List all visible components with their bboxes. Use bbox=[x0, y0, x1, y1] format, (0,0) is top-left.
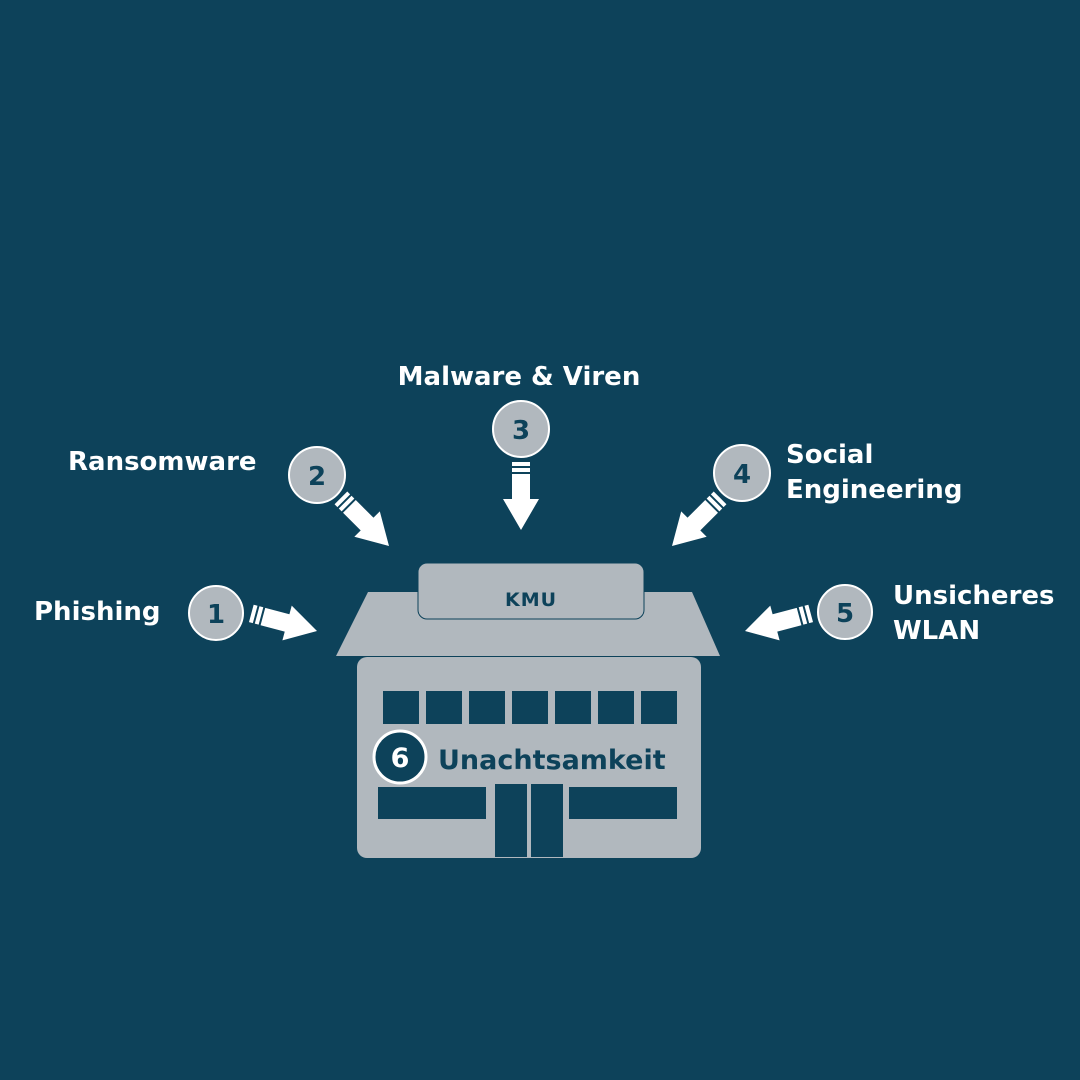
badge-6-number: 6 bbox=[391, 743, 410, 774]
window bbox=[598, 691, 634, 724]
lower-window-right bbox=[569, 787, 677, 819]
lower-window-left bbox=[378, 787, 486, 819]
window bbox=[426, 691, 462, 724]
threat-1-label: Phishing bbox=[34, 597, 161, 627]
badge-3 bbox=[492, 400, 550, 458]
badge-4-number: 4 bbox=[733, 460, 751, 490]
threat-2: Ransomware 2 bbox=[68, 446, 402, 559]
building-sign-label: KMU bbox=[505, 589, 557, 611]
unachtsamkeit-label: Unachtsamkeit bbox=[438, 745, 666, 776]
threat-5-label-line-2: WLAN bbox=[893, 616, 980, 646]
threat-3: Malware & Viren 3 bbox=[398, 362, 641, 530]
threat-2-label: Ransomware bbox=[68, 447, 257, 477]
building-window-row bbox=[383, 691, 677, 724]
badge-6 bbox=[372, 729, 428, 785]
threat-1: Phishing 1 bbox=[34, 585, 322, 649]
threat-5-label-line-1: Unsicheres bbox=[893, 581, 1055, 611]
badge-4 bbox=[713, 444, 771, 502]
building-door bbox=[495, 784, 563, 857]
badge-2-number: 2 bbox=[308, 462, 326, 492]
badge-5-number: 5 bbox=[836, 599, 854, 629]
badge-1-number: 1 bbox=[207, 600, 225, 630]
arrow-3-icon bbox=[503, 462, 539, 530]
arrow-4-icon bbox=[659, 485, 733, 559]
kmu-building: KMU 6 Unachtsamkeit bbox=[336, 562, 720, 858]
threat-4-label-line-1: Social bbox=[786, 440, 873, 470]
window bbox=[512, 691, 548, 724]
arrow-1-icon bbox=[246, 596, 322, 649]
badge-3-number: 3 bbox=[512, 416, 530, 446]
arrow-5-icon bbox=[740, 596, 816, 649]
badge-2 bbox=[288, 446, 346, 504]
threat-4: 4 Social Engineering bbox=[659, 440, 962, 559]
window bbox=[641, 691, 677, 724]
arrow-2-icon bbox=[328, 485, 402, 559]
threat-4-label-line-2: Engineering bbox=[786, 475, 962, 505]
threat-5: 5 Unsicheres WLAN bbox=[740, 581, 1055, 649]
window bbox=[383, 691, 419, 724]
threat-3-label: Malware & Viren bbox=[398, 362, 641, 392]
badge-1 bbox=[188, 585, 244, 641]
window bbox=[469, 691, 505, 724]
window bbox=[555, 691, 591, 724]
building-sign bbox=[417, 562, 645, 620]
badge-5 bbox=[817, 584, 873, 640]
